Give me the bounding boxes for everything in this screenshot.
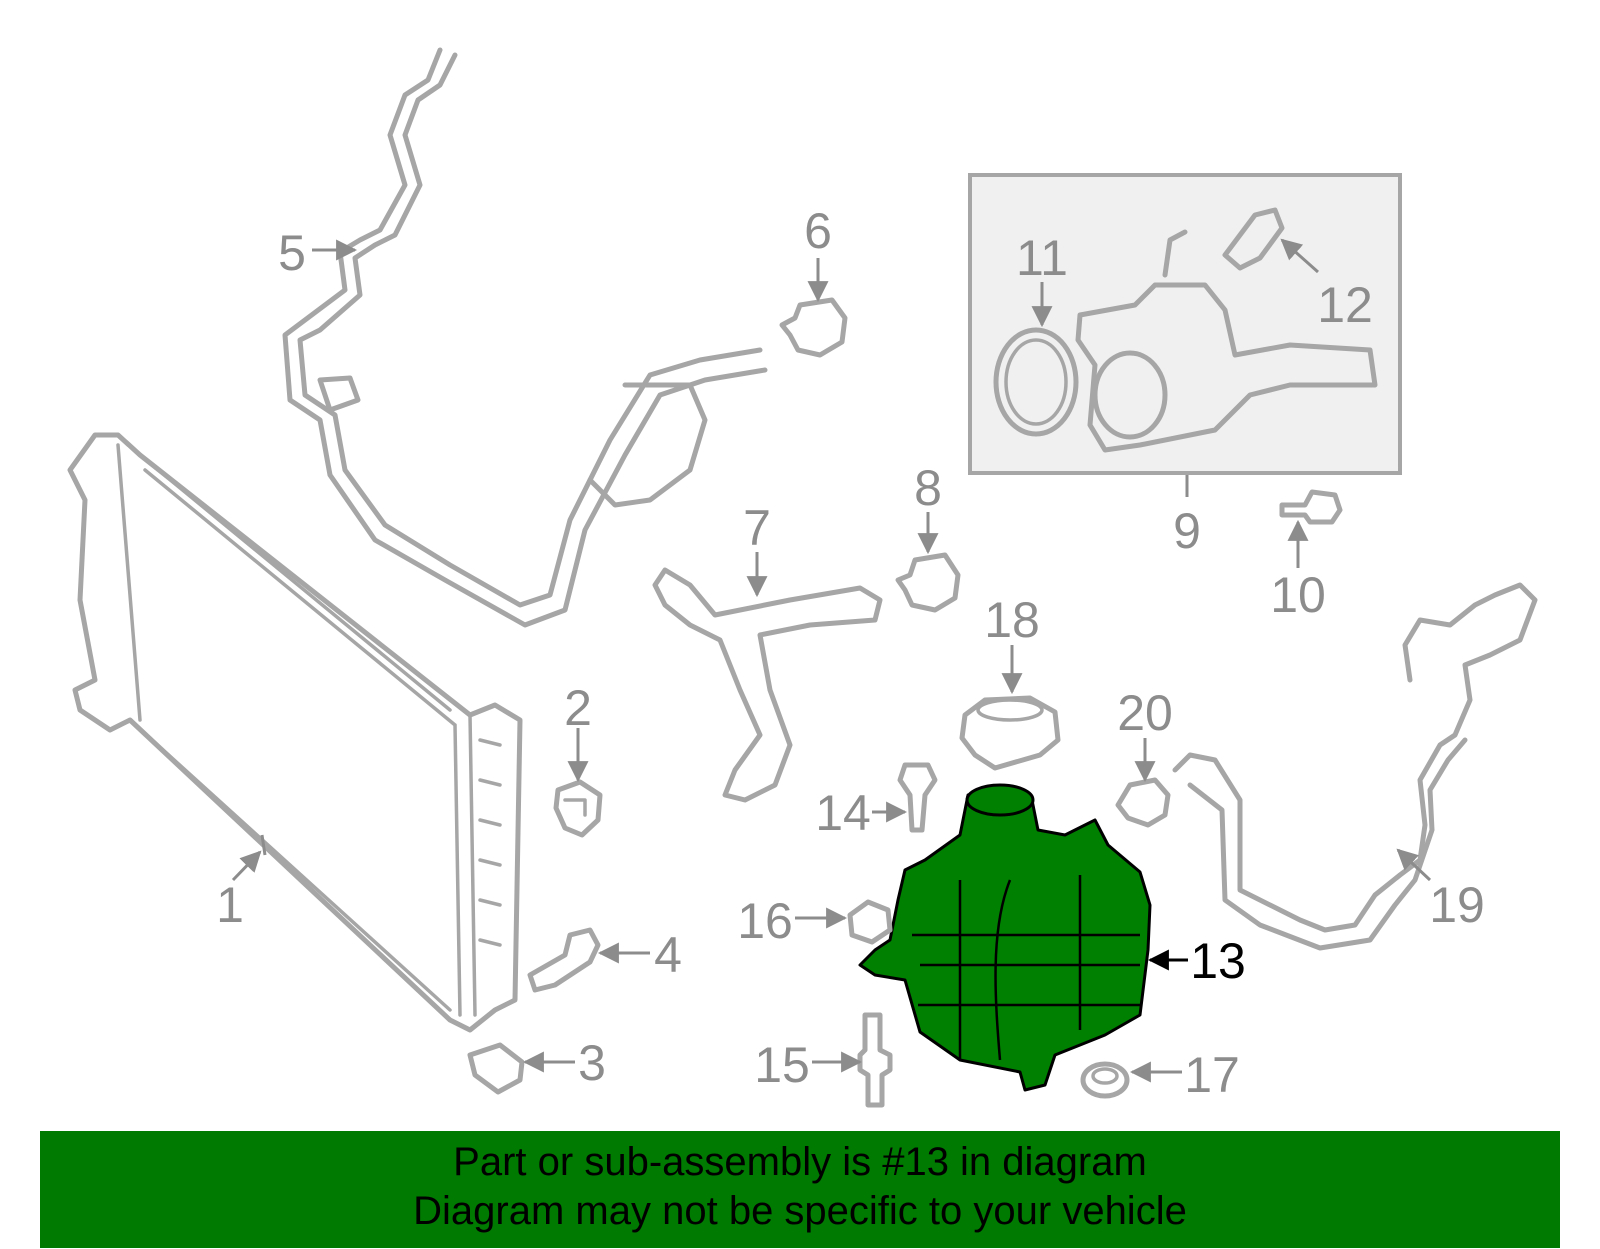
label-14: 14 bbox=[815, 785, 871, 841]
label-18: 18 bbox=[984, 592, 1040, 648]
label-4: 4 bbox=[654, 927, 682, 983]
label-3: 3 bbox=[578, 1035, 606, 1091]
label-8: 8 bbox=[914, 460, 942, 516]
clip-part-2[interactable] bbox=[553, 779, 603, 838]
label-13: 13 bbox=[1190, 933, 1246, 989]
label-16: 16 bbox=[737, 893, 793, 949]
coolant-reservoir-part-13[interactable] bbox=[858, 783, 1152, 1092]
upper-hose-part-5[interactable] bbox=[282, 47, 768, 628]
hose-clamp-part-6[interactable] bbox=[779, 297, 848, 358]
stud-part-15[interactable] bbox=[857, 1012, 893, 1108]
callout-leaders bbox=[231, 238, 1432, 1083]
label-10: 10 bbox=[1270, 567, 1326, 623]
nut-part-16[interactable] bbox=[847, 899, 893, 945]
hose-clamp-part-8[interactable] bbox=[895, 552, 961, 613]
label-20: 20 bbox=[1117, 685, 1173, 741]
info-banner: Part or sub-assembly is #13 in diagram D… bbox=[40, 1131, 1560, 1248]
leader-1b bbox=[231, 850, 262, 882]
o-ring-part-11[interactable] bbox=[993, 327, 1079, 437]
overflow-hose-part-19[interactable] bbox=[1172, 582, 1538, 951]
hose-clamp-part-20[interactable] bbox=[1115, 777, 1171, 828]
bracket-part-3[interactable] bbox=[467, 1042, 525, 1095]
grommet-part-17[interactable] bbox=[1080, 1061, 1130, 1099]
label-1: 1 bbox=[216, 877, 244, 933]
label-7: 7 bbox=[743, 500, 771, 556]
leader-1 bbox=[260, 834, 267, 856]
label-11: 11 bbox=[1016, 230, 1068, 286]
label-5: 5 bbox=[278, 225, 306, 281]
label-19: 19 bbox=[1429, 877, 1485, 933]
leader-12 bbox=[1280, 238, 1319, 274]
leader-19 bbox=[1396, 848, 1432, 882]
mount-part-4[interactable] bbox=[527, 927, 601, 993]
banner-line-part: Part or sub-assembly is #13 in diagram bbox=[453, 1140, 1147, 1184]
label-15: 15 bbox=[754, 1037, 810, 1093]
lower-hose-part-7[interactable] bbox=[652, 567, 883, 803]
label-6: 6 bbox=[804, 203, 832, 259]
bolt-part-14[interactable] bbox=[897, 762, 938, 833]
sensor-part-12[interactable] bbox=[1222, 207, 1285, 271]
callout-labels: 1 2 3 4 5 6 7 8 9 10 11 12 13 14 15 16 1… bbox=[216, 203, 1485, 1103]
banner-line-disclaimer: Diagram may not be specific to your vehi… bbox=[413, 1189, 1187, 1233]
reservoir-cap-part-18[interactable] bbox=[959, 695, 1061, 771]
radiator-part[interactable] bbox=[67, 432, 523, 1033]
label-9: 9 bbox=[1173, 503, 1201, 559]
label-2: 2 bbox=[564, 680, 592, 736]
bolt-part-10[interactable] bbox=[1279, 489, 1343, 525]
label-12: 12 bbox=[1317, 277, 1373, 333]
label-17: 17 bbox=[1184, 1047, 1240, 1103]
